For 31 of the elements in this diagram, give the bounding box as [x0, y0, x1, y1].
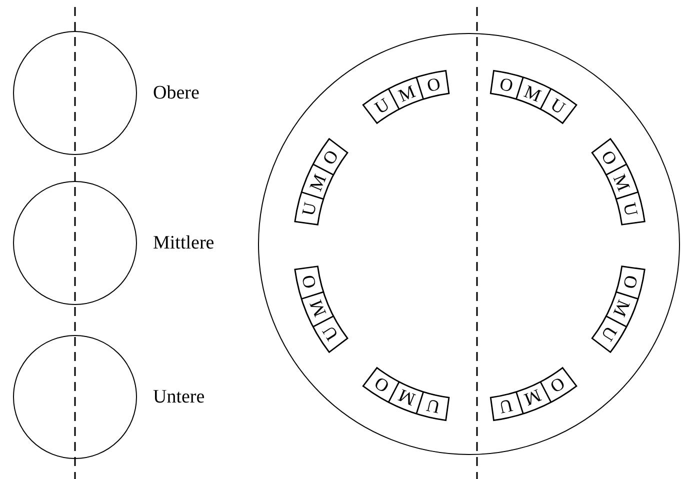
- circle: [13, 181, 137, 305]
- segment-letter: U: [548, 94, 569, 116]
- segment-letter: O: [598, 146, 620, 168]
- circle-label: Untere: [153, 388, 205, 406]
- segment-letter: M: [523, 82, 543, 104]
- segment-letter: M: [307, 298, 328, 318]
- segment-letter: U: [498, 396, 515, 416]
- segment-letter: U: [621, 200, 641, 218]
- segment-letter: O: [320, 146, 342, 168]
- segment-letter: M: [307, 172, 328, 192]
- circle: [13, 335, 137, 459]
- segment-letter: U: [299, 200, 319, 218]
- segment-letter: U: [598, 322, 620, 344]
- segment-letter: M: [612, 298, 633, 318]
- segment-letter: O: [371, 374, 392, 396]
- segment-letter: O: [548, 374, 569, 396]
- segment-letter: U: [320, 322, 342, 344]
- segment-letter: O: [621, 272, 641, 290]
- segment-letter: O: [498, 74, 515, 94]
- segment-letter: O: [299, 272, 319, 290]
- segment-letter: M: [523, 386, 543, 408]
- segment-letter: M: [397, 386, 417, 408]
- circle-label: Obere: [153, 84, 200, 102]
- circle-label: Mittlere: [153, 234, 214, 252]
- segment-letter: M: [612, 172, 633, 192]
- segment-letter: U: [371, 94, 392, 116]
- segment-letter: M: [397, 82, 417, 104]
- segment-letter: U: [425, 396, 442, 416]
- circle: [258, 33, 680, 455]
- segment-letter: O: [425, 74, 442, 94]
- circle: [13, 31, 137, 155]
